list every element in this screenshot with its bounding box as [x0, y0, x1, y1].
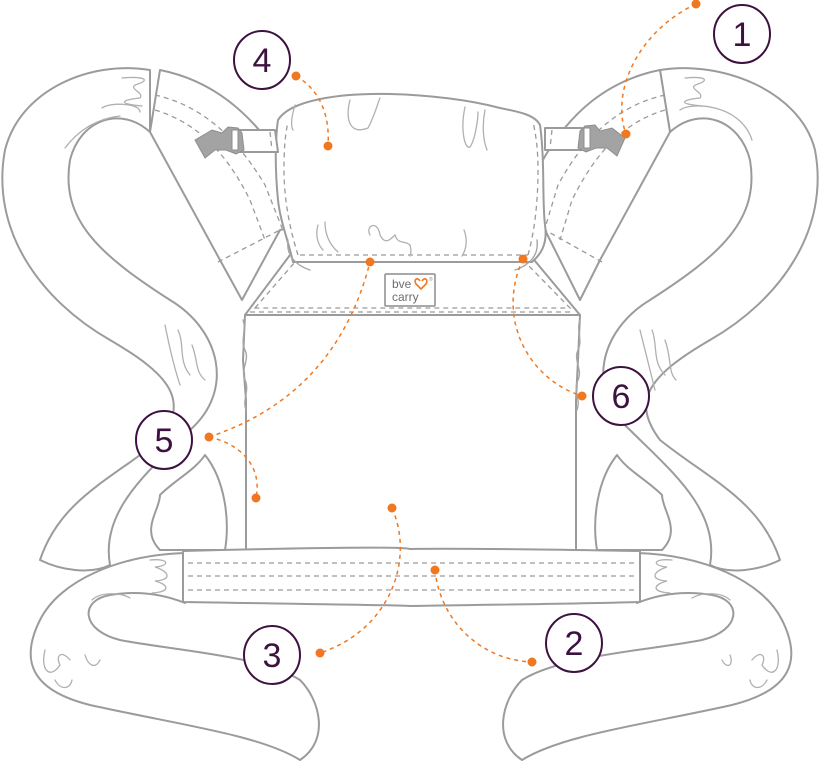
callout-ring [592, 366, 650, 426]
registered-mark: ® [429, 276, 433, 283]
leader-dot [387, 503, 397, 513]
callout-number: 6 [612, 378, 631, 416]
callout-1: 1 [713, 4, 771, 64]
leader-line-panel-side-seam [208, 436, 258, 499]
callout-ring [243, 625, 301, 685]
callout-number: 5 [155, 422, 174, 460]
callout-leaders [204, 0, 701, 667]
chest-strap-right [544, 124, 626, 157]
heart-icon [414, 278, 428, 291]
leader-dot [315, 648, 325, 658]
callout-ring [233, 30, 291, 90]
callout-number: 4 [253, 42, 272, 80]
leader-dot [691, 0, 701, 9]
leader-dot [527, 657, 537, 667]
callout-ring [713, 4, 771, 64]
leader-line-waist-belt [434, 569, 533, 663]
logo-line1: bve [392, 277, 412, 291]
callout-ring [135, 410, 193, 470]
waist-belt [182, 546, 641, 607]
waist-belt-wings [29, 552, 793, 761]
callout-number: 2 [565, 625, 584, 663]
chest-strap-left [194, 126, 279, 159]
leader-dot [430, 565, 440, 575]
leader-dot [518, 254, 528, 264]
leader-dot [365, 257, 375, 267]
callouts: 1 2 3 4 5 6 [135, 4, 771, 685]
leader-dot [621, 129, 631, 139]
right-shoulder-strap [527, 67, 819, 572]
leader-dot [291, 71, 301, 81]
leader-dot [577, 391, 587, 401]
callout-number: 1 [733, 16, 752, 54]
callout-2: 2 [545, 613, 603, 673]
callout-4: 4 [233, 30, 291, 90]
callout-number: 3 [263, 637, 282, 675]
logo-line2: carry [392, 290, 419, 304]
callout-6: 6 [592, 366, 650, 426]
hood [274, 92, 547, 271]
callout-5: 5 [135, 410, 193, 470]
leader-line-hood-attachment [512, 258, 583, 397]
leader-dot [251, 493, 261, 503]
leader-line-hood [295, 75, 329, 147]
callout-3: 3 [243, 625, 301, 685]
right-leg-flap [594, 454, 672, 551]
leader-dot [323, 141, 333, 151]
left-leg-flap [150, 454, 228, 551]
brand-logo-label: bve carry ® [384, 273, 436, 307]
callout-ring [545, 613, 603, 673]
